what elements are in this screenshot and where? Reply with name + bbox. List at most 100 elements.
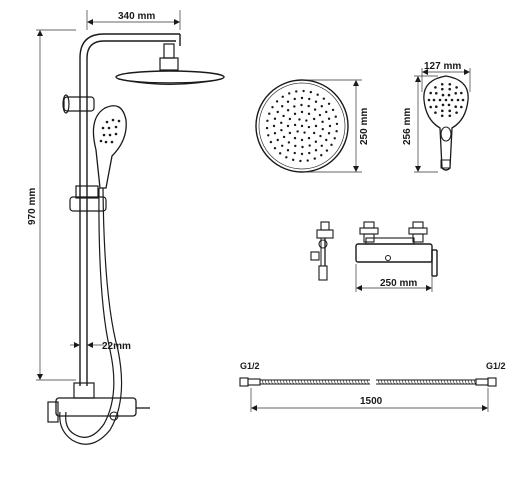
nozzle-dot <box>318 113 322 117</box>
nozzle-dot <box>321 120 324 124</box>
nozzle-dot <box>303 131 306 134</box>
rain-head-nozzles <box>265 89 339 163</box>
nozzle-dot <box>456 98 460 102</box>
hose-coil-mark <box>386 379 389 385</box>
hose-coil-mark <box>315 379 318 385</box>
nozzle-dot <box>440 82 444 86</box>
nozzle-dot <box>293 97 296 101</box>
nozzle-dot <box>325 149 329 152</box>
hose-coil-mark <box>342 379 345 385</box>
hose-coil-mark <box>336 379 339 385</box>
mixer-width-label: 250 mm <box>380 278 417 289</box>
nozzle-dot <box>306 159 309 162</box>
nozzle-dot <box>299 159 302 163</box>
nozzle-dot <box>282 114 285 118</box>
nozzle-dot <box>335 122 339 126</box>
nozzle-dot <box>434 86 437 89</box>
nozzle-dot <box>294 144 297 148</box>
nozzle-dot <box>288 117 292 121</box>
hose-coil-mark <box>297 379 300 385</box>
hose-coil-mark <box>470 379 473 385</box>
hose-coil-mark <box>428 379 431 385</box>
hose-coil-mark <box>392 379 395 385</box>
nozzle-dot <box>282 135 286 139</box>
nozzle-dot <box>291 158 295 162</box>
nozzle-dot <box>272 124 276 128</box>
nozzle-dot <box>440 87 444 91</box>
nozzle-dot <box>275 100 279 103</box>
hand-shower-side-nozzles <box>99 118 121 144</box>
hose-coil-mark <box>452 379 455 385</box>
nozzle-dot <box>460 91 463 95</box>
hose-coil-mark <box>306 379 309 385</box>
nozzle-dot <box>434 91 438 95</box>
nozzle-dot <box>308 151 311 155</box>
hose-coil-mark <box>291 379 294 385</box>
hose-coil-mark <box>425 379 428 385</box>
nozzle-dot <box>307 104 310 108</box>
nozzle-dot <box>268 112 271 115</box>
hose-coil-mark <box>389 379 392 385</box>
nozzle-dot <box>432 98 436 102</box>
hose-coil-mark <box>267 379 270 385</box>
hose-coil-mark <box>264 379 267 385</box>
nozzle-dot <box>269 140 273 144</box>
nozzle-dot <box>308 144 311 147</box>
nozzle-dot <box>328 124 332 128</box>
nozzle-dot <box>455 86 458 89</box>
nozzle-dot <box>288 92 291 95</box>
nozzle-dot <box>440 109 444 113</box>
hose-coil-mark <box>318 379 321 385</box>
total-height-label: 970 mm <box>27 188 38 225</box>
hose-coil-mark <box>285 379 288 385</box>
nozzle-dot <box>286 124 290 128</box>
hose-coil-mark <box>300 379 303 385</box>
nozzle-dot <box>281 95 284 98</box>
nozzle-dot <box>320 105 323 108</box>
nozzle-dot <box>450 98 454 102</box>
nozzle-dot <box>296 130 299 133</box>
nozzle-dot <box>461 98 465 102</box>
hose-coil-mark <box>288 379 291 385</box>
nozzle-dot <box>447 103 451 107</box>
rain-head-front-view <box>255 79 349 173</box>
hose-coil-mark <box>401 379 404 385</box>
nozzle-dot <box>293 123 297 127</box>
hose-coil-mark <box>357 379 360 385</box>
hose-coil-mark <box>360 379 363 385</box>
hose-coil-mark <box>333 379 336 385</box>
shower-column-side-view <box>47 33 225 445</box>
hose-coil-mark <box>324 379 327 385</box>
dimension-hand-width: 127 mm <box>421 61 471 92</box>
nozzle-dot <box>286 149 290 152</box>
nozzle-dot <box>271 105 274 109</box>
nozzle-dot <box>295 90 298 93</box>
nozzle-dot <box>313 108 317 111</box>
hose-coil-mark <box>449 379 452 385</box>
hose-coil-mark <box>395 379 398 385</box>
hose-coil-mark <box>407 379 410 385</box>
hose-coil-mark <box>261 379 264 385</box>
dimension-mixer-width: 250 mm <box>355 264 433 292</box>
nozzle-dot <box>327 117 331 120</box>
hose-coil-mark <box>345 379 348 385</box>
nozzle-dot <box>305 119 308 122</box>
shower-hose <box>239 377 497 387</box>
hose-coil-mark <box>282 379 285 385</box>
nozzle-dot <box>307 125 311 129</box>
nozzle-dot <box>276 138 279 142</box>
hand-shower-nozzles <box>427 82 465 118</box>
hose-coil-mark <box>294 379 297 385</box>
hose-coil-mark <box>351 379 354 385</box>
nozzle-dot <box>314 140 318 143</box>
nozzle-dot <box>285 156 288 159</box>
nozzle-dot <box>300 103 303 107</box>
nozzle-dot <box>335 130 338 133</box>
nozzle-dot <box>298 118 301 121</box>
hose-coil-mark <box>273 379 276 385</box>
hose-thread-left-label: G1/2 <box>240 361 260 371</box>
pipe-diameter-label: 22mm <box>102 341 131 352</box>
nozzle-dot <box>314 124 318 128</box>
nozzle-dot <box>300 110 304 114</box>
nozzle-dot <box>327 132 331 135</box>
